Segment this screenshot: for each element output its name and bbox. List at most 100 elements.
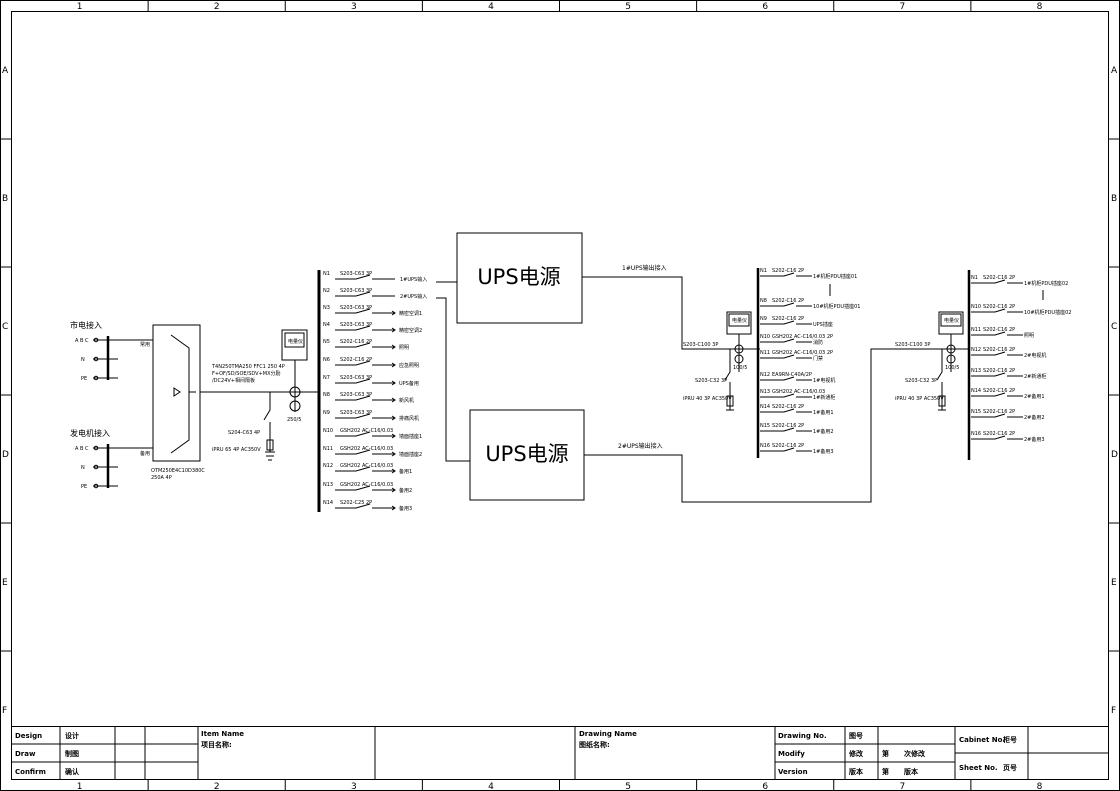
panel-circuit-breaker: S202-C16 2P [983,409,1015,415]
spd-branch [263,392,275,461]
panel-breaker-symbol [971,308,1023,313]
panel-circuit-load: 1#新通柜 [813,394,835,401]
main-breaker-line1: T4N250TMA250 FFC1 250 4P [211,364,285,370]
breaker-symbol [335,503,395,509]
panel-circuit-load: 1#电视机 [813,377,835,384]
panel-circuit-load: 2#电视机 [1024,352,1046,359]
grid-row-right: B [1111,194,1117,204]
circuit-load: UPS备用 [399,380,419,387]
meter-box [281,329,308,361]
arrow-icon [391,415,396,421]
panel-circuit-load: 2#备用2 [1024,414,1045,421]
ups1-output-line [582,276,760,350]
circuit-id: N6 [323,357,330,363]
title-block-frame [11,726,1109,780]
grid-row-left: C [2,322,8,332]
spd-symbol [266,439,274,451]
ups2-label: UPS电源 [485,442,568,466]
tb-confirm: Confirm [15,768,46,776]
panel-breaker-symbol [760,302,812,307]
tb-modify: Modify [778,750,805,758]
grid-col-top: 1 [77,2,83,12]
panel-circuit-breaker: S202-C16 2P [772,298,804,304]
ats-model: OTM250E4C10D380C [151,468,205,474]
grid-col-top: 6 [762,2,768,12]
ups1-label: UPS电源 [477,265,560,289]
grid-col-top: 5 [625,2,631,12]
circuit-breaker: S203-C63 3P [340,392,372,398]
panel-circuit-load: 照明 [1024,333,1034,339]
panel-circuit-breaker: S202-C16 2P [983,388,1015,394]
panel-circuit-load: 10#机柜PDU插座01 [813,303,860,310]
breaker-symbol [335,378,395,384]
ups1-box [456,232,583,324]
grid-col-top: 2 [214,2,220,12]
circuit-load: 2#UPS输入 [400,293,427,300]
breaker-symbol [335,449,395,455]
title-block: Design 设计 Draw 制图 Confirm 确认 Item Name 项… [11,726,1109,780]
panel-breaker-symbol [971,351,1023,356]
terminal-dot [93,356,99,362]
grid-col-bottom: 1 [77,782,83,791]
breaker-symbol [335,342,395,348]
panel-circuit-breaker: EA9RN-C40A/2P [772,372,812,378]
ats-box [152,324,201,462]
tb-cabinet: Cabinet No. [959,736,1005,744]
tb-drawing-name: Drawing Name [579,730,637,738]
arrow-icon [391,380,396,386]
circuit-breaker: S203-C63 3P [340,288,372,294]
panel-breaker-symbol [760,427,812,432]
circuit-id: N4 [323,322,330,328]
circuit-load: 备用3 [399,505,412,512]
panel-circuit-load: 1#备用2 [813,428,834,435]
panel-breaker-symbol [971,331,1023,336]
terminal-dot [93,445,99,451]
generator-label: 发电机接入 [70,428,110,438]
main-breaker-line2: F+OF/SD/SOE/SDV+MX分励 [212,370,281,377]
breaker-symbol [335,485,395,491]
panel2-spd-breaker: S203-C32 3P [905,378,937,384]
panel-circuit-load: 1#机柜PDU插座01 [813,273,857,280]
panel-circuit-breaker: GSH202 AC-C16/0.03 [772,389,825,395]
tb-sheet-cn: 页号 [1003,763,1017,772]
panel2-ct2 [946,354,956,364]
tb-version-di: 第 [882,767,889,776]
circuit-breaker: S203-C63 3P [340,305,372,311]
arrow-icon [391,468,396,474]
circuit-breaker: S202-C16 2P [340,339,372,345]
normal-label: 常用 [140,341,150,348]
circuit-breaker: S203-C63 3P [340,375,372,381]
circuit-breaker: S202-C25 2P [340,500,372,506]
panel-breaker-symbol [760,338,812,343]
breaker-symbol [335,395,395,401]
arrow-icon [391,397,396,403]
circuit-id: N2 [323,288,330,294]
panel-breaker-symbol [971,392,1023,397]
panel-circuit-breaker: S202-C16 2P [772,423,804,429]
circuit-breaker: S203-C63 3P [340,322,372,328]
panel-circuit-id: N11 [971,327,981,333]
panel1-ct1 [734,344,744,354]
circuit-load: 1#UPS输入 [400,276,427,283]
arrow-icon [391,433,396,439]
circuit-breaker: GSH202 AC-C16/0.03 [340,482,393,488]
panel-circuit-load: 2#新通柜 [1024,373,1046,380]
backup-label: 备用 [140,450,150,457]
panel-circuit-load: 2#备用3 [1024,436,1045,443]
circuit-load: 墙面插座2 [399,451,422,458]
panel-circuit-id: N16 [760,443,770,449]
ct-label: 250/5 [287,417,301,423]
arrow-icon [391,451,396,457]
panel-circuit-breaker: S202-C16 2P [983,304,1015,310]
panel-circuit-load: 门禁 [813,355,823,362]
panel-breaker-symbol [760,408,812,413]
grid-row-right: C [1111,322,1117,332]
circuit-id: N13 [323,482,333,488]
panel-circuit-breaker: S202-C16 2P [983,275,1015,281]
tb-item-name-cn: 项目名称: [201,740,232,749]
circuit-id: N5 [323,339,330,345]
circuit-id: N7 [323,375,330,381]
main-breaker-line3: /DC24V+相间隔板 [212,377,255,384]
